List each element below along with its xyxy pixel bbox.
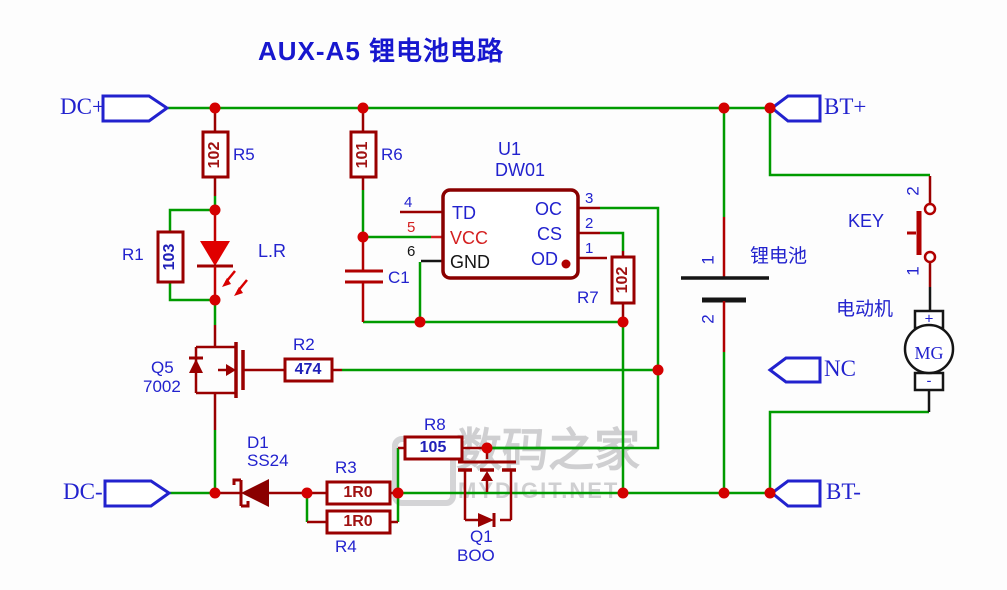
q1-ref: Q1 [470,527,493,546]
ic-od-dot [561,259,571,269]
black-wires [421,259,932,412]
port-bt-minus-shape [769,479,822,508]
mosfet-q5-symbol [189,342,285,398]
r4-ref: R4 [335,537,357,556]
battery-label: 锂电池 [750,246,808,267]
port-bt-plus-label: BT+ [824,94,867,119]
ic-u1-body [441,188,580,280]
junction-dots [209,102,776,499]
u1-pin2-num: 2 [585,215,594,232]
resistor-r4-body [325,509,392,535]
port-bt-plus-shape [769,94,822,123]
resistor-bodies [156,130,636,535]
resistor-r5-body [201,130,230,179]
port-dc-minus-shape [103,479,172,508]
u1-pin5-num: 5 [407,219,416,236]
u1-pin1-num: 1 [585,240,594,257]
motor-plus: + [924,310,934,328]
resistor-r6-body [349,130,378,179]
wire-cs-net [600,231,625,251]
port-dc-plus-shape [101,94,170,123]
c1-ref: C1 [388,268,410,287]
u1-pin-td: TD [452,203,476,223]
wire-r1-top-branch [168,208,215,232]
resistor-r7-body [610,255,636,305]
wire-r1-bottom-branch [168,282,215,302]
r6-ref: R6 [381,145,403,164]
r1-value: 103 [161,243,178,271]
r3-ref: R3 [335,458,357,477]
r4-value: 1R0 [343,513,373,530]
r5-value: 102 [206,141,223,169]
resistor-r8-body [403,435,464,461]
motor-label: 电动机 [836,299,894,320]
u1-ref: U1 [498,139,522,159]
watermark-en: MYDIGIT.NET [458,478,620,503]
motor-minus: - [926,372,932,390]
schematic-title: AUX-A5 锂电池电路 [258,36,505,66]
r7-ref: R7 [577,288,599,307]
q5-value: 7002 [143,377,181,396]
key-label: KEY [848,211,885,231]
u1-pin-cs: CS [537,224,563,244]
r5-ref: R5 [233,145,255,164]
port-dc-minus-label: DC- [63,479,103,504]
diode-d1-symbol [232,478,269,508]
u1-part: DW01 [495,160,546,180]
port-shapes [101,94,822,508]
r3-value: 1R0 [343,484,373,501]
r8-ref: R8 [424,415,446,434]
q5-ref: Q5 [151,358,174,377]
key-switch-symbol [907,202,937,264]
mosfet-q1-symbol [458,460,516,527]
green-wires [168,106,930,522]
key-pin2: 2 [903,186,923,196]
u1-pin-od: OD [531,249,558,269]
led-light-arrows [222,270,248,296]
q1-value: BOO [457,546,495,565]
u1-pin3-num: 3 [585,190,594,207]
battery-symbol [681,217,769,352]
r2-ref: R2 [293,335,315,354]
port-bt-minus-label: BT- [826,479,861,504]
u1-pin-oc: OC [535,199,562,219]
r1-ref: R1 [122,245,144,264]
battery-pin2: 2 [698,314,718,324]
d1-ref: D1 [247,433,269,452]
port-nc-label: NC [824,356,856,381]
d1-value: SS24 [247,451,289,470]
r6-value: 101 [354,141,371,169]
motor-symbol [903,309,955,392]
battery-pin1: 1 [698,255,718,265]
motor-tag: MG [914,343,944,363]
u1-pin-vcc: VCC [450,228,489,248]
key-pin1: 1 [903,266,923,276]
capacitor-c1-symbol [345,237,383,322]
r7-value: 102 [614,266,631,294]
r8-value: 105 [419,439,447,456]
led-ref: L.R [258,241,287,261]
led-symbol [197,210,248,300]
u1-pin4-num: 4 [404,194,413,211]
wire-btplus-to-key [768,108,930,177]
maroon-wires [213,108,932,524]
r2-value: 474 [294,361,322,378]
u1-pin-gnd: GND [450,252,490,272]
resistor-r1-body [156,230,185,284]
port-nc-shape [767,356,822,384]
port-dc-plus-label: DC+ [60,94,105,119]
u1-pin6-num: 6 [407,243,416,260]
resistor-r3-body [325,480,392,506]
wire-motor-to-btminus [768,410,929,493]
